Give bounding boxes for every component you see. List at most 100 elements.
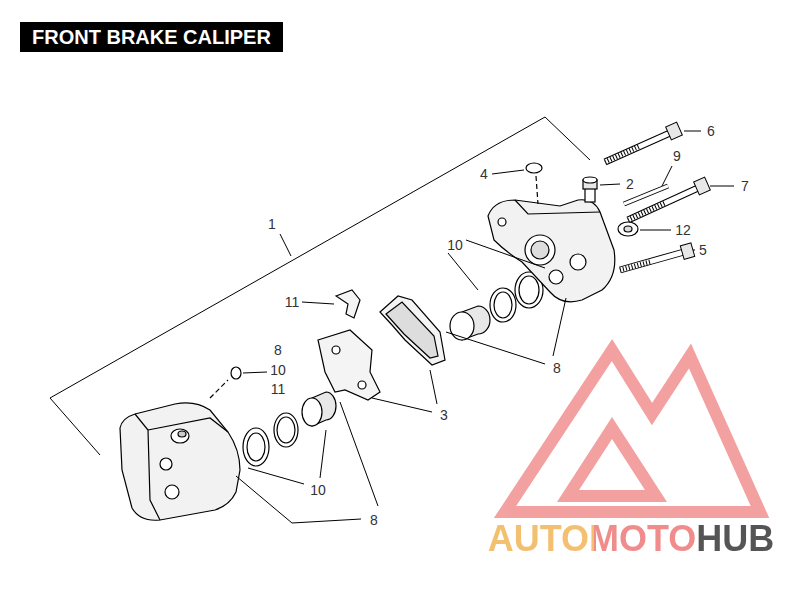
- bolt: [605, 133, 670, 162]
- bleeder-valve: [583, 177, 597, 202]
- leader-line: [640, 230, 671, 231]
- callout-number: 10: [270, 362, 286, 378]
- piston-seals: [494, 292, 512, 318]
- caliper-half: [488, 200, 615, 302]
- bolt: [605, 133, 670, 162]
- bolt: [620, 252, 684, 270]
- bolt: [694, 177, 711, 195]
- leader-line: [340, 402, 378, 506]
- leader-line: [248, 468, 304, 484]
- callout-number: 11: [271, 381, 286, 397]
- brake-pad: [380, 296, 445, 365]
- callout-number: 8: [274, 342, 282, 358]
- piston-seals: [450, 272, 543, 340]
- watermark-logo: [505, 350, 760, 512]
- leader-line: [302, 302, 334, 304]
- bolt: [628, 188, 698, 220]
- callout-number: 10: [310, 482, 326, 498]
- piston-seals: [490, 288, 516, 322]
- callout-number: 7: [741, 178, 749, 194]
- callout-number: 12: [675, 222, 691, 238]
- leader-line: [466, 240, 545, 268]
- leader-line: [492, 170, 524, 174]
- brake-pad: [358, 381, 366, 389]
- o-ring: [231, 367, 241, 379]
- bolt: [620, 262, 650, 270]
- leader-line: [710, 186, 734, 187]
- caliper-half: [160, 458, 172, 470]
- brake-pad: [336, 290, 360, 318]
- caliper-half: [488, 200, 615, 302]
- caliper-half: [531, 241, 549, 259]
- leader-line: [372, 398, 432, 412]
- caliper-half: [178, 431, 186, 437]
- o-ring: [210, 367, 241, 398]
- piston-seals: [302, 398, 322, 426]
- caliper-half: [570, 254, 586, 270]
- washer: [624, 226, 632, 232]
- callout-number: 5: [699, 242, 707, 258]
- caliper-half: [165, 485, 179, 499]
- dust-cap: [536, 176, 538, 204]
- leader-line: [320, 430, 326, 478]
- leader-line: [448, 253, 478, 290]
- leader-line: [280, 234, 291, 256]
- leader-line: [50, 117, 590, 455]
- callout-number: 9: [673, 148, 681, 164]
- caliper-half: [148, 418, 228, 432]
- piston-seals: [274, 413, 298, 447]
- brake-pad: [332, 346, 340, 354]
- bleeder-valve: [583, 177, 597, 183]
- leader-line: [236, 476, 361, 523]
- piston-seals: [519, 276, 539, 304]
- caliper-half: [549, 270, 563, 284]
- caliper-half: [525, 235, 555, 265]
- o-ring: [210, 380, 228, 398]
- piston-seals: [450, 312, 474, 340]
- piston-seals: [243, 428, 269, 466]
- brake-pad: [318, 290, 445, 400]
- leader-line: [553, 298, 566, 356]
- caliper-half: [498, 218, 506, 226]
- brake-pad: [318, 330, 380, 400]
- dust-cap: [526, 163, 542, 204]
- bolt: [605, 146, 640, 162]
- bolt: [666, 122, 683, 140]
- bolt: [680, 243, 694, 259]
- piston-seals: [243, 392, 336, 466]
- callout-number: 8: [370, 512, 378, 528]
- caliper-half: [120, 403, 240, 520]
- callout-number: 6: [707, 123, 715, 139]
- callout-number: 2: [626, 176, 634, 192]
- washer: [618, 222, 638, 236]
- title-text: FRONT BRAKE CALIPER: [20, 22, 283, 52]
- piston-seals: [247, 433, 265, 461]
- watermark-logo: [505, 350, 760, 512]
- piston-seals: [277, 417, 295, 443]
- callout-number: 11: [285, 294, 300, 310]
- leader-line: [600, 184, 620, 185]
- leader-line: [243, 372, 267, 373]
- brake-pad: [386, 302, 438, 358]
- bolt: [605, 122, 710, 270]
- caliper-half: [171, 429, 189, 443]
- bleeder-valve: [585, 188, 595, 202]
- washer: [618, 222, 638, 236]
- callout-number: 4: [480, 166, 488, 182]
- leader-line: [430, 370, 437, 404]
- callout-number: 1: [268, 216, 276, 232]
- leader-line: [236, 131, 734, 523]
- watermark-text: AUTOMOTOHUB: [488, 520, 775, 558]
- dust-cap: [526, 163, 542, 173]
- leader-line: [684, 131, 701, 132]
- callout-number: 10: [447, 237, 463, 253]
- callout-number: 8: [553, 360, 561, 376]
- leader-line: [693, 250, 695, 251]
- bolt: [628, 203, 665, 220]
- callout-number: 3: [440, 407, 448, 423]
- watermark-logo: [568, 428, 656, 496]
- caliper-half: [135, 414, 160, 520]
